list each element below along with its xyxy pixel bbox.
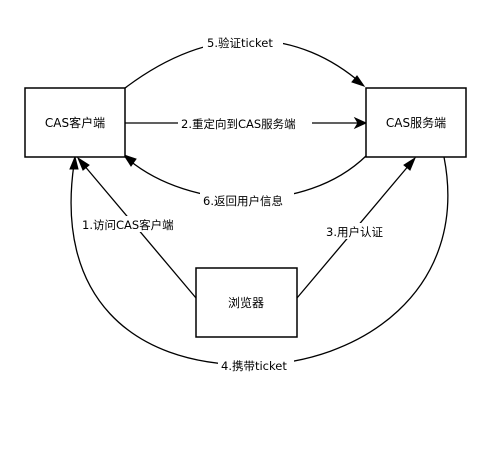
node-cas-client-label: CAS客户端 xyxy=(45,115,105,130)
node-browser-box xyxy=(195,267,298,338)
edge-visit-client-label: 1.访问CAS客户端 xyxy=(82,218,174,232)
edge-carry-ticket-label: 4.携带ticket xyxy=(221,359,287,373)
edge-validate-ticket: 5.验证ticket xyxy=(124,34,366,89)
node-cas-client-box xyxy=(24,87,126,158)
node-browser: 浏览器 xyxy=(195,267,298,338)
node-browser-label: 浏览器 xyxy=(228,295,264,310)
edge-return-user-info: 6.返回用户信息 xyxy=(122,154,367,208)
edge-validate-ticket-arrowhead xyxy=(351,75,366,87)
edge-user-auth: 3.用户认证 xyxy=(296,156,417,299)
edge-visit-client-arrowhead xyxy=(76,156,90,171)
edge-return-user-info-arrowhead xyxy=(122,154,137,167)
node-cas-server-box xyxy=(365,87,467,158)
edge-carry-ticket-arrowhead xyxy=(69,155,79,170)
edge-return-user-info-label: 6.返回用户信息 xyxy=(203,194,283,208)
edge-carry-ticket: 4.携带ticket xyxy=(69,155,449,373)
edge-redirect-to-server-arrowhead xyxy=(353,116,368,130)
node-cas-server: CAS服务端 xyxy=(365,87,467,158)
edge-user-auth-label: 3.用户认证 xyxy=(326,225,383,239)
edge-user-auth-arrowhead xyxy=(403,156,417,171)
node-cas-client: CAS客户端 xyxy=(24,87,126,158)
edge-redirect-to-server-label: 2.重定向到CAS服务端 xyxy=(181,117,296,131)
node-cas-server-label: CAS服务端 xyxy=(386,115,446,130)
edge-visit-client: 1.访问CAS客户端 xyxy=(76,156,197,299)
edge-redirect-to-server: 2.重定向到CAS服务端 xyxy=(125,115,368,131)
edge-validate-ticket-label: 5.验证ticket xyxy=(207,36,273,50)
